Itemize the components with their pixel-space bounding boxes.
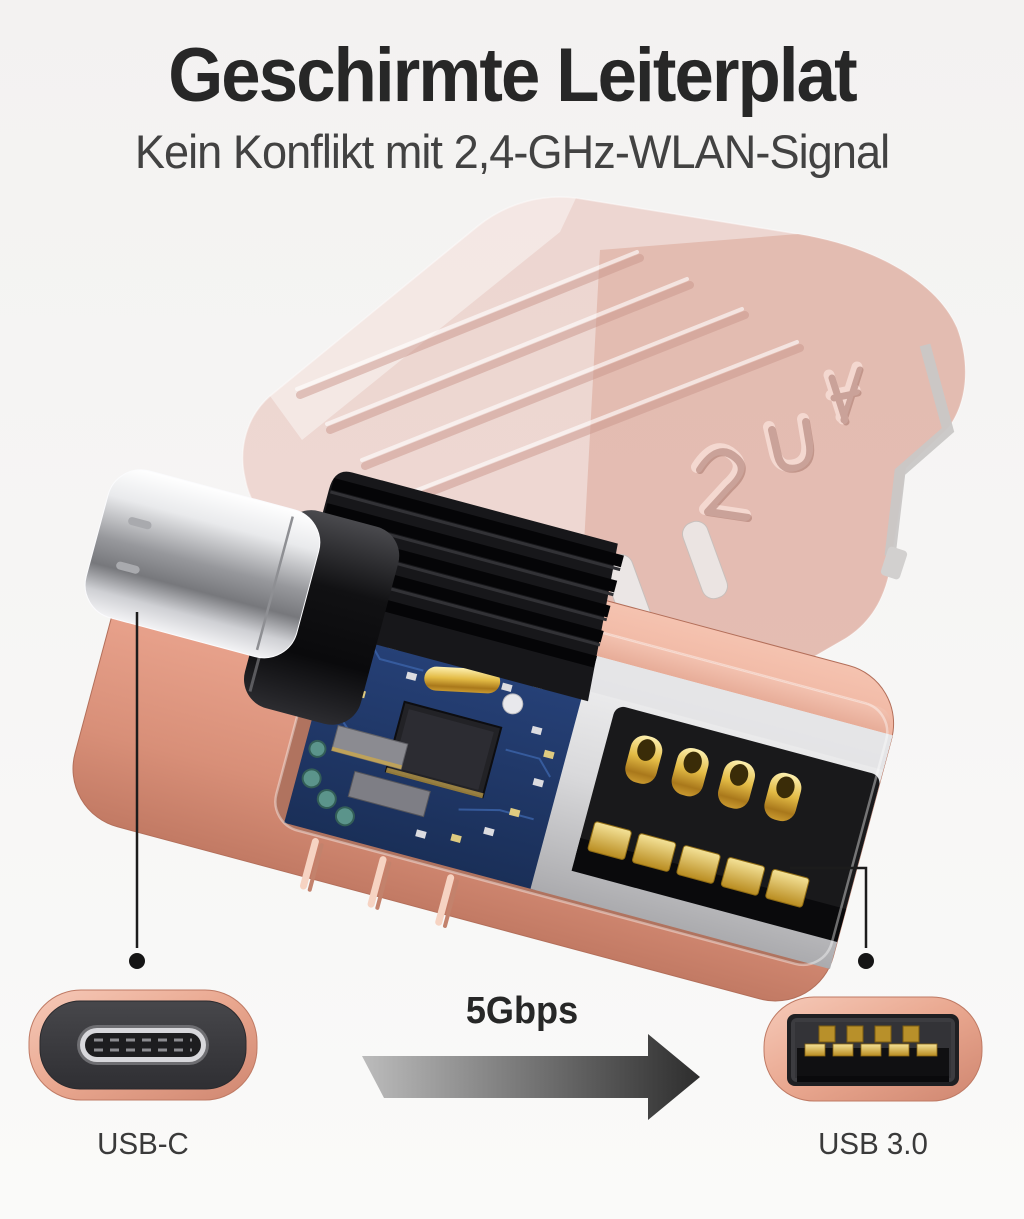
gold-flat-pads <box>587 821 810 908</box>
cover-embossed-logo <box>691 361 864 522</box>
usb-a-port-icon <box>763 996 983 1102</box>
usb-3-label: USB 3.0 <box>818 1126 928 1161</box>
speed-arrow-icon <box>362 1034 700 1120</box>
usb-c-label: USB-C <box>97 1126 189 1161</box>
usb-c-plug <box>84 469 321 659</box>
housing-ribs <box>300 838 459 928</box>
cover-tab-2 <box>681 520 729 600</box>
gold-spring-contacts <box>625 735 802 822</box>
electrolytic-caps <box>301 739 355 827</box>
cover-ribs <box>295 250 804 506</box>
ic-chip-2 <box>347 770 431 818</box>
cover-metal-liner <box>884 343 955 557</box>
speed-label: 5Gbps <box>465 990 579 1032</box>
cover-liner-foot <box>880 546 908 580</box>
callout-dot-icon <box>858 953 874 969</box>
usb-c-callout <box>129 612 145 969</box>
usb-a-ss-contacts <box>818 1025 920 1043</box>
page-subtitle: Kein Konflikt mit 2,4-GHz-WLAN-Signal <box>134 125 890 178</box>
crystal-oscillator <box>424 666 501 694</box>
callout-dot-icon <box>129 953 145 969</box>
usb-3-callout <box>790 866 874 969</box>
smd-cap <box>502 693 524 715</box>
usb-c-port-icon <box>28 989 258 1101</box>
translucent-cover <box>241 196 966 723</box>
adapter-body <box>72 469 895 1002</box>
cover-dense-half <box>576 234 966 723</box>
usb-a-pads <box>804 1043 938 1057</box>
page-title: Geschirmte Leiterplat <box>168 33 857 118</box>
